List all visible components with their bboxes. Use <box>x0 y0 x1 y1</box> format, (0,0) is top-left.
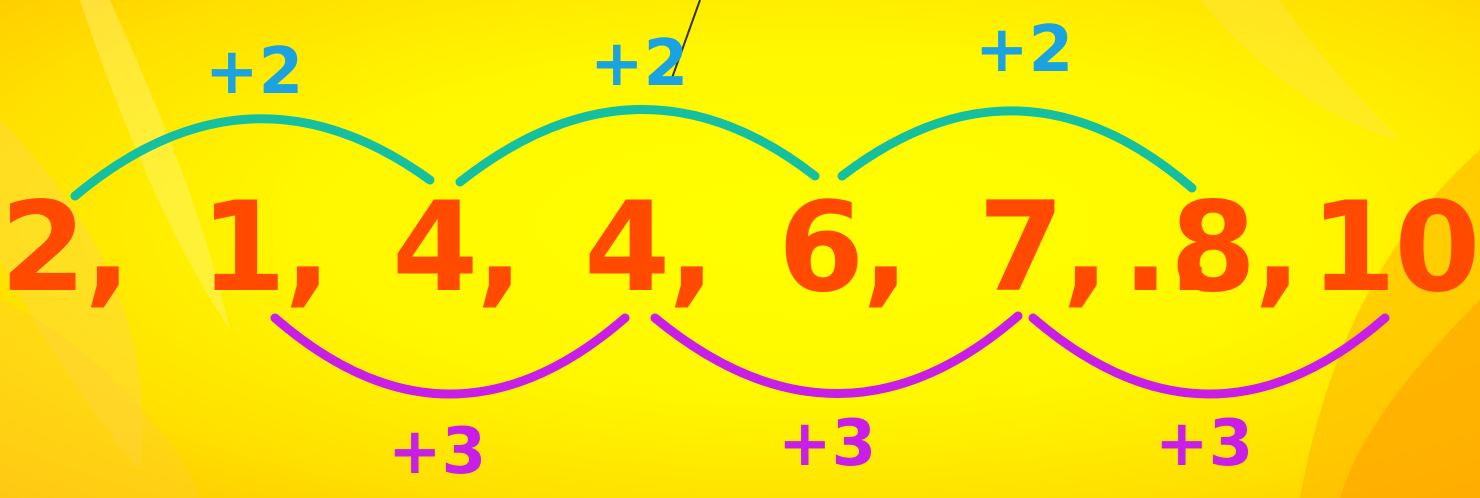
top-arc-2 <box>455 105 820 187</box>
bottom-step-label-2: +3 <box>778 407 877 481</box>
ellipsis: .. <box>1122 176 1214 320</box>
term-5: 6, <box>778 176 909 320</box>
bottom-step-label-1: +3 <box>388 415 487 489</box>
bottom-arc-1 <box>270 313 630 399</box>
top-arc-1 <box>70 114 435 201</box>
bottom-arc-3 <box>1028 313 1390 399</box>
term-1: 2, <box>0 176 131 320</box>
term-2: 1, <box>200 176 331 320</box>
top-arc-3 <box>837 106 1197 193</box>
top-step-label-1: +2 <box>205 35 304 109</box>
term-7: 8, <box>1170 176 1301 320</box>
term-8: 10 <box>1310 176 1480 320</box>
bottom-step-label-3: +3 <box>1155 407 1254 481</box>
bottom-arc-2 <box>650 311 1023 398</box>
top-step-label-2: +2 <box>590 27 689 101</box>
term-3: 4, <box>392 176 523 320</box>
term-4: 4, <box>584 176 715 320</box>
term-6: 7, <box>978 176 1109 320</box>
top-step-label-3: +2 <box>975 13 1074 87</box>
